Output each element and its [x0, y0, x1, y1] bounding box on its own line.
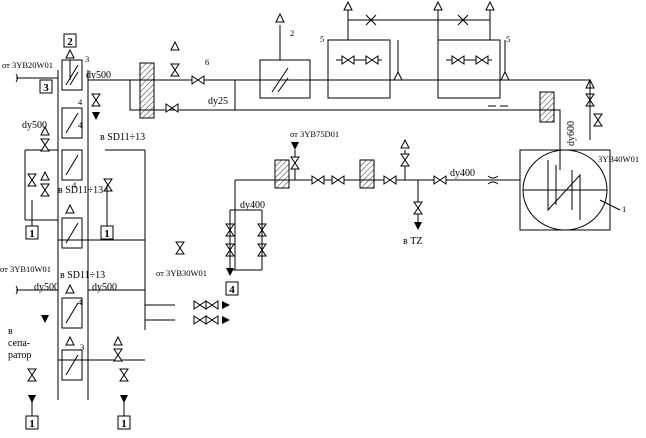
label-from-3yb20: от 3YB20W01 [2, 60, 53, 70]
num-4-a: 4 [78, 97, 83, 107]
label-from-3yb75: от 3YB75D01 [290, 129, 339, 139]
label-to-sd-2: в SD11÷13 [58, 185, 103, 196]
box-1-mid: 1 [104, 228, 110, 240]
num-5-b: 5 [506, 34, 510, 44]
label-from-3yb30: от 3YB30W01 [156, 268, 207, 278]
label-to-separator-1: в [8, 326, 13, 337]
pipe-dy25: dy25 [208, 96, 228, 107]
flange-left [139, 62, 155, 119]
right-labels: от 3YB75D01 3YB40W01 dy400 dy400 в TZ 1 … [72, 129, 639, 247]
label-3yb40: 3YB40W01 [598, 154, 639, 164]
box-1-left-top: 1 [29, 228, 35, 240]
label-from-3yb10: от 3YB10W01 [0, 264, 51, 274]
pipe-dy600: dy600 [566, 121, 577, 146]
num-5-a: 5 [320, 34, 324, 44]
pipe-dy500-b: dy500 [22, 120, 47, 131]
pipe-dy500-c: dy500 [34, 282, 59, 293]
box-1-left-bottom: 1 [29, 418, 35, 430]
num-1: 1 [622, 204, 626, 214]
left-vessels [61, 59, 83, 381]
box-2: 2 [67, 36, 73, 48]
num-4-d: 4 [72, 180, 77, 190]
top-vessels [259, 39, 501, 99]
num-4-c: 4 [78, 297, 83, 307]
label-to-sd-3: в SD11÷13 [60, 270, 105, 281]
top-crossed-lines [348, 14, 490, 26]
main-vertical-pipes [24, 60, 225, 400]
flange-mid-2 [359, 159, 375, 189]
left-header-lines [15, 73, 58, 295]
flange-right [539, 91, 555, 123]
box-3: 3 [43, 82, 49, 94]
box-4: 4 [229, 284, 235, 296]
boxed-callouts-left: 2 3 1 1 1 1 [25, 33, 131, 430]
top-valves [165, 1, 603, 127]
num-2-top: 2 [290, 28, 294, 38]
label-to-separator-3: ратор [8, 350, 31, 361]
pipe-dy400-b: dy400 [240, 200, 265, 211]
top-labels: 2 5 5 6 dy25 dy600 [205, 28, 577, 146]
pipe-dy500-d: dy500 [92, 282, 117, 293]
heat-exchanger-3yb40 [519, 149, 621, 231]
label-to-sd-1: в SD11÷13 [100, 132, 145, 143]
left-labels: от 3YB20W01 dy500 dy500 в SD11÷13 в SD11… [0, 54, 207, 361]
num-3-bottom: 3 [80, 342, 84, 352]
label-to-separator-2: сепа- [8, 338, 30, 349]
break-marks [487, 105, 508, 185]
pump-bypass: 4 [225, 209, 263, 296]
num-6: 6 [205, 57, 209, 67]
num-4-b: 4 [78, 120, 83, 130]
flange-mid-1 [274, 159, 290, 189]
pipe-dy500-a: dy500 [86, 70, 111, 81]
pipe-dy400-a: dy400 [450, 168, 475, 179]
box-1-right-bottom: 1 [121, 418, 127, 430]
label-to-tz: в TZ [403, 236, 422, 247]
num-3-top: 3 [85, 54, 89, 64]
